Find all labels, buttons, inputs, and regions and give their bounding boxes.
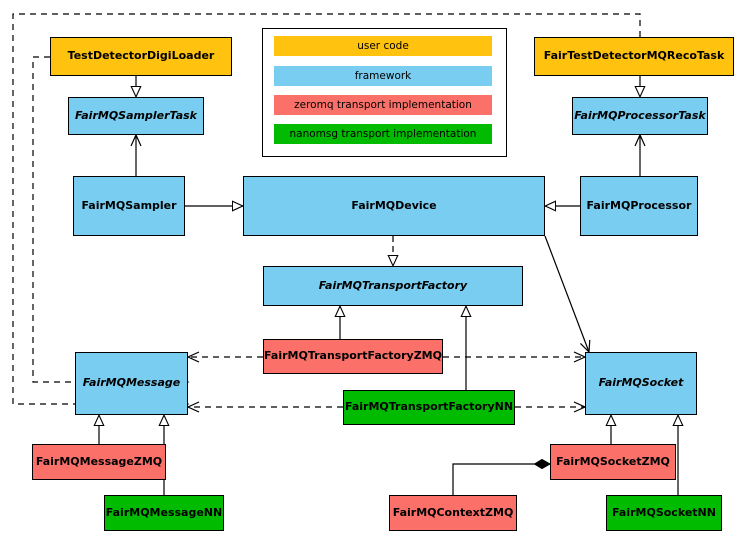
class-box-fairmqprocessortask[interactable]: FairMQProcessorTask [572,97,708,135]
class-label: FairMQProcessorTask [574,108,706,122]
class-label: FairMQMessageZMQ [35,454,163,468]
class-box-fairmqprocessor[interactable]: FairMQProcessor [580,176,698,236]
class-box-fairmqdevice[interactable]: FairMQDevice [243,176,545,236]
class-label: FairMQContextZMQ [392,505,514,519]
class-label: FairMQSamplerTask [75,108,197,122]
class-box-fairtestdetectormqrecotask[interactable]: FairTestDetectorMQRecoTask [534,37,734,76]
edge-contextzmq-to-socketzmq [452,458,552,495]
class-box-fairmqtransportfactoryzmq[interactable]: FairMQTransportFactoryZMQ [263,339,443,374]
legend-row-framework: framework [274,66,492,86]
edge-device-to-socket [544,235,589,352]
class-box-testdetectordigiloader[interactable]: TestDetectorDigiLoader [50,37,232,76]
legend-row-nanomsg: nanomsg transport implementation [274,124,492,144]
class-label: FairMQProcessor [586,198,692,212]
class-box-fairmqsocketzmq[interactable]: FairMQSocketZMQ [550,444,676,480]
class-box-fairmqcontextzmq[interactable]: FairMQContextZMQ [389,495,517,531]
class-label: FairMQSocket [598,376,684,390]
class-box-fairmqtransportfactory[interactable]: FairMQTransportFactory [263,266,523,306]
class-label: FairTestDetectorMQRecoTask [543,49,725,63]
class-label: FairMQSocketZMQ [556,454,670,468]
legend-row-zeromq: zeromq transport implementation [274,95,492,115]
class-label: FairMQTransportFactoryNN [344,400,514,414]
class-label: FairMQSampler [81,198,177,212]
class-label: FairMQMessageNN [105,505,223,519]
class-label: FairMQMessage [82,376,181,390]
legend-label-framework: framework [354,70,412,82]
class-box-fairmqtransportfactorynn[interactable]: FairMQTransportFactoryNN [343,390,515,425]
class-box-fairmqsocketnn[interactable]: FairMQSocketNN [606,495,722,531]
class-label: FairMQDevice [351,198,437,212]
class-label: FairMQTransportFactoryZMQ [264,349,442,363]
legend-label-nanomsg: nanomsg transport implementation [289,128,477,140]
legend-label-user-code: user code [357,40,409,52]
class-label: FairMQTransportFactory [318,278,468,292]
class-label: TestDetectorDigiLoader [67,49,215,63]
class-box-fairmqsamplertask[interactable]: FairMQSamplerTask [68,97,204,135]
class-label: FairMQSocketNN [612,505,716,519]
class-box-fairmqmessagezmq[interactable]: FairMQMessageZMQ [32,444,166,480]
class-box-fairmqmessage[interactable]: FairMQMessage [75,352,188,415]
legend-label-zeromq: zeromq transport implementation [294,99,472,111]
class-box-fairmqsocket[interactable]: FairMQSocket [585,352,697,415]
legend-row-user-code: user code [274,36,492,56]
class-box-fairmqsampler[interactable]: FairMQSampler [73,176,185,236]
class-box-fairmqmessagenn[interactable]: FairMQMessageNN [104,495,224,531]
